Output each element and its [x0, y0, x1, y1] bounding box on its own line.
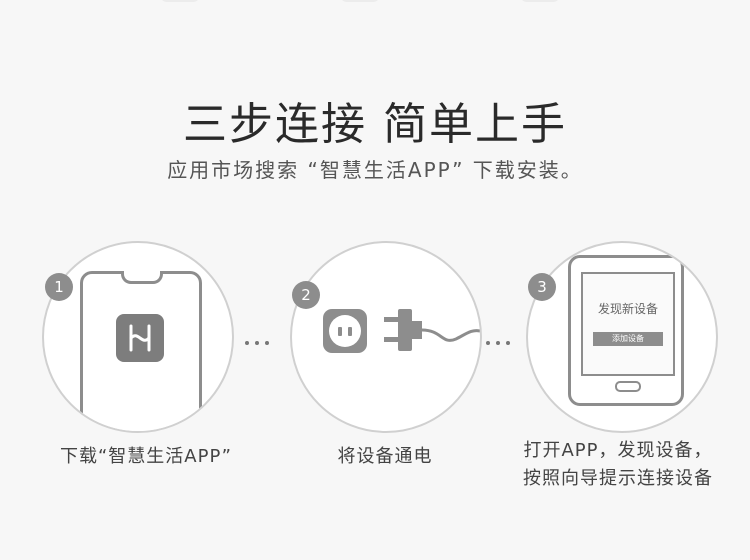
screen-add-device-button: 添加设备 — [593, 332, 663, 346]
home-button-icon — [615, 381, 641, 392]
page-title: 三步连接 简单上手 — [183, 99, 567, 150]
step-2-badge: 2 — [292, 281, 320, 309]
top-decoration — [0, 0, 750, 10]
step-3-caption: 打开APP，发现设备， 按照向导提示连接设备 — [500, 437, 736, 493]
step-1-caption: 下载“智慧生活APP” — [59, 446, 232, 467]
step-3-caption-line-2: 按照向导提示连接设备 — [523, 468, 713, 489]
phone-icon — [80, 271, 202, 431]
step-1-circle — [42, 241, 234, 433]
step-1-badge: 1 — [45, 273, 73, 301]
page-subtitle: 应用市场搜索 “智慧生活APP” 下载安装。 — [167, 158, 583, 182]
step-3-circle: 发现新设备 添加设备 — [526, 241, 718, 433]
step-2-caption: 将设备通电 — [337, 446, 433, 467]
app-logo-icon — [116, 314, 164, 362]
step-2-circle — [290, 241, 482, 433]
step-connector-dots — [245, 330, 277, 345]
screen-title: 发现新设备 — [597, 302, 658, 316]
power-plug-icon — [384, 309, 480, 351]
power-outlet-icon — [323, 309, 367, 353]
step-3-caption-line-1: 打开APP，发现设备， — [523, 440, 713, 461]
step-3-badge: 3 — [528, 273, 556, 301]
phone-icon: 发现新设备 添加设备 — [568, 255, 684, 406]
step-connector-dots — [486, 330, 518, 345]
phone-screen: 发现新设备 添加设备 — [581, 272, 675, 376]
